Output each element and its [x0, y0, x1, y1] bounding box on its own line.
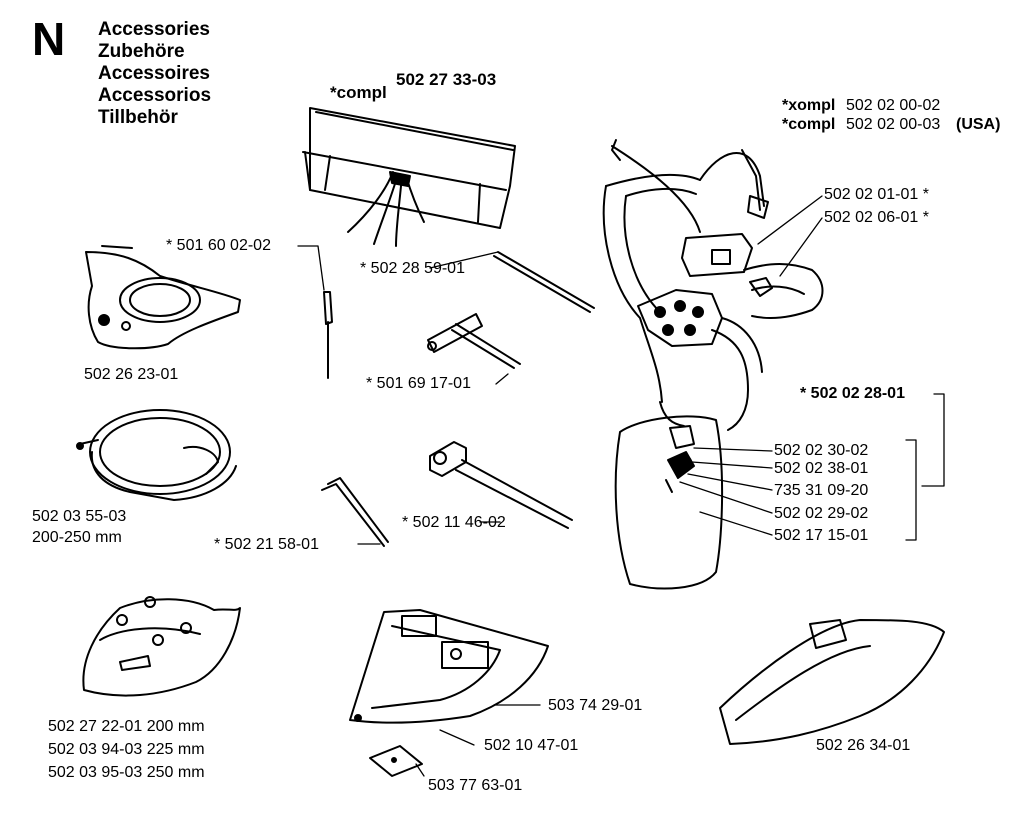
label-200-250-mm: 200-250 mm [32, 529, 122, 546]
label-502-11-46-02: * 502 11 46-02 [402, 514, 506, 531]
guard-502-03-55-03 [76, 409, 237, 501]
title-es: Accessorios [98, 85, 212, 106]
title-en: Accessories [98, 19, 210, 40]
section-titles: Accessories Zubehöre Accessoires Accesso… [98, 19, 211, 129]
rod-502-28-59-01 [493, 251, 595, 313]
harness-compl-number-1: 502 02 00-02 [846, 97, 941, 114]
label-501-60-02-02: * 501 60 02-02 [166, 237, 271, 254]
label-502-26-23-01: 502 26 23-01 [84, 366, 179, 383]
label-501-69-17-01: * 501 69 17-01 [366, 375, 471, 392]
harness-compl-prefix-2: *compl [782, 116, 836, 133]
harness-compl-number-2: 502 02 00-03 [846, 116, 941, 133]
label-503-74-29-01: 503 74 29-01 [548, 697, 643, 714]
guard-502-26-23-01 [85, 245, 241, 350]
label-502-03-95-03: 502 03 95-03 250 mm [48, 764, 205, 781]
label-502-02-29-02: 502 02 29-02 [774, 505, 869, 522]
title-fr: Accessoires [98, 63, 210, 84]
plate-503-77-63-01 [369, 745, 423, 777]
label-502-17-15-01: 502 17 15-01 [774, 527, 869, 544]
label-735-31-09-20: 735 31 09-20 [774, 482, 869, 499]
bag-compl-prefix: *compl [330, 83, 387, 102]
label-502-02-28-01: * 502 02 28-01 [800, 385, 905, 402]
harness-drawing [602, 139, 824, 590]
label-502-27-22-01: 502 27 22-01 200 mm [48, 718, 205, 735]
hexkey-502-21-58-01 [321, 477, 389, 547]
title-sv: Tillbehör [98, 107, 178, 128]
label-502-10-47-01: 502 10 47-01 [484, 737, 579, 754]
label-502-02-30-02: 502 02 30-02 [774, 442, 869, 459]
leader-lines [297, 195, 945, 777]
label-502-26-34-01: 502 26 34-01 [816, 737, 911, 754]
label-502-02-06-01: 502 02 06-01 * [824, 209, 929, 226]
twrench-501-69-17-01 [427, 313, 521, 369]
harness-compl-usa: (USA) [956, 116, 1001, 133]
label-502-02-38-01: 502 02 38-01 [774, 460, 869, 477]
label-502-28-59-01: * 502 28 59-01 [360, 260, 465, 277]
title-de: Zubehöre [98, 41, 185, 62]
label-502-03-94-03: 502 03 94-03 225 mm [48, 741, 205, 758]
label-502-21-58-01: * 502 21 58-01 [214, 536, 319, 553]
label-502-03-55-03: 502 03 55-03 [32, 508, 127, 525]
wrench-502-11-46-02 [429, 441, 573, 529]
guard-502-10-47-01 [349, 609, 549, 724]
guard-502-27-22-01 [82, 596, 241, 697]
label-502-02-01-01: 502 02 01-01 * [824, 186, 929, 203]
harness-compl-prefix-1: *xompl [782, 97, 836, 114]
bag-part-number: 502 27 33-03 [396, 70, 497, 89]
label-503-77-63-01: 503 77 63-01 [428, 777, 523, 794]
guard-502-26-34-01 [719, 619, 945, 745]
section-letter: N [32, 13, 66, 65]
pin-501-60-02-02 [323, 291, 333, 379]
tool-bag-drawing [302, 107, 516, 247]
